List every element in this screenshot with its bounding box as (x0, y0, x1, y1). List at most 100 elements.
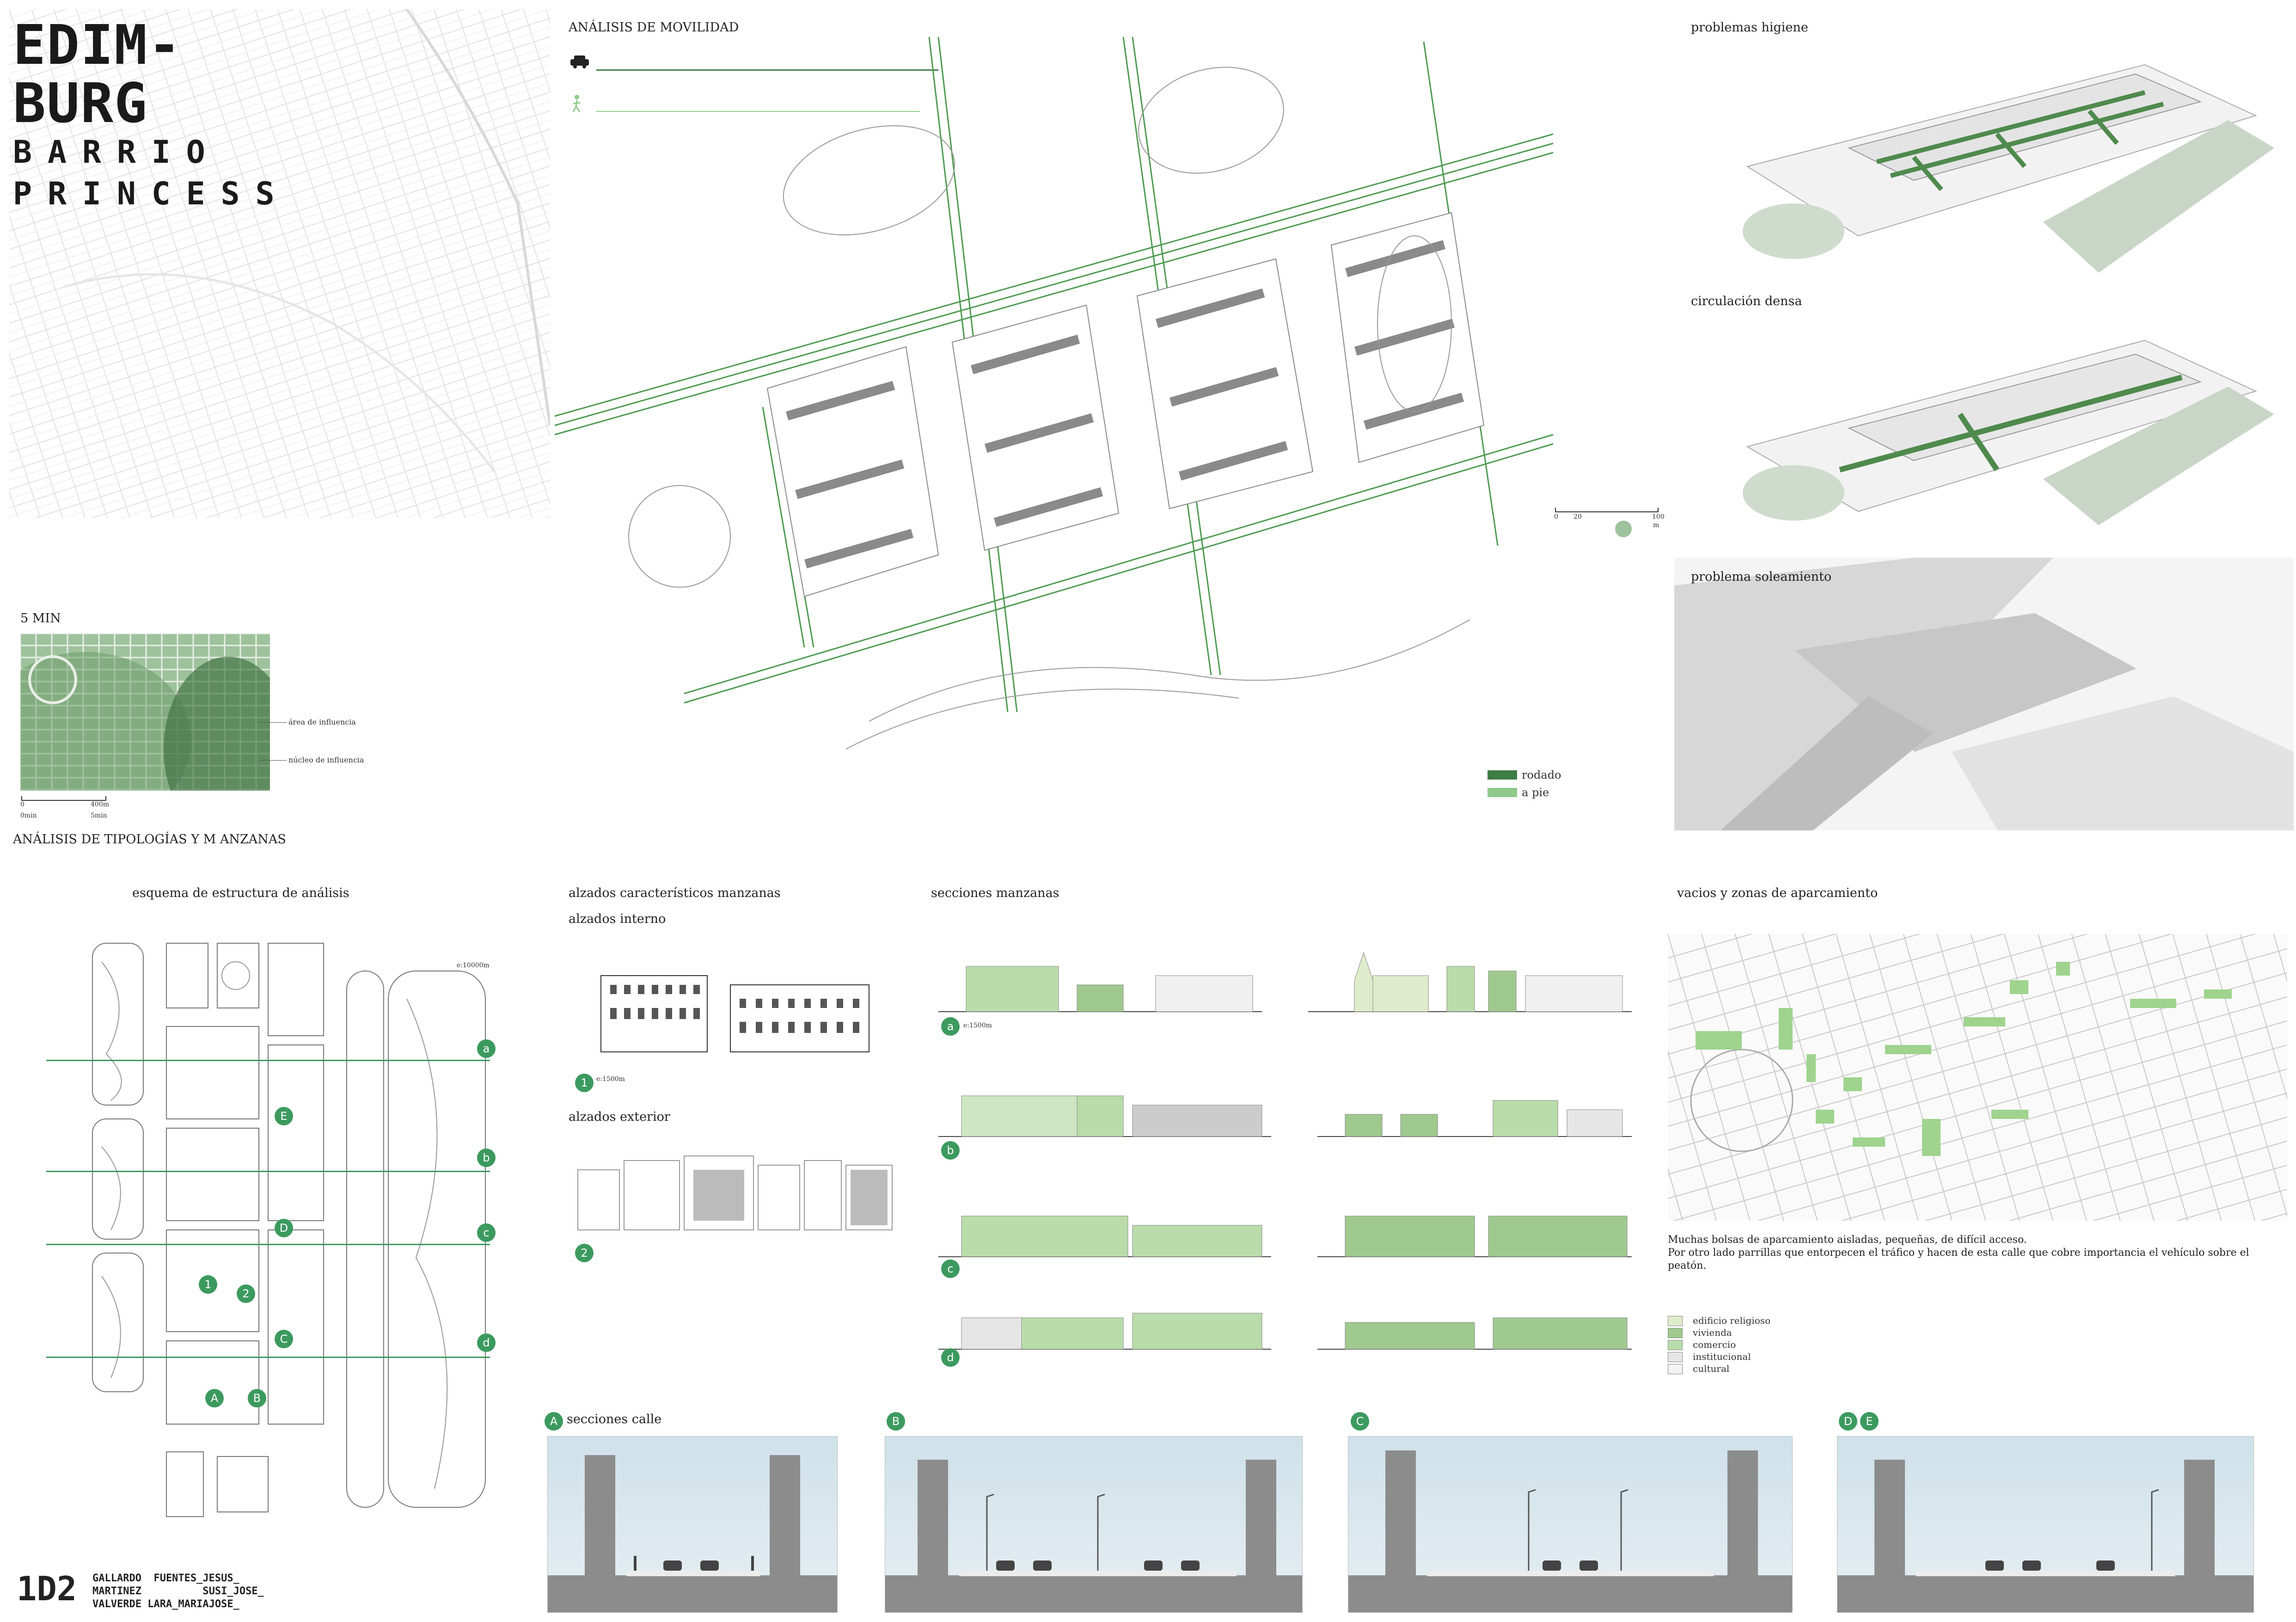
scheme-marker-c[interactable]: c (477, 1223, 496, 1242)
street-section-C (1348, 1436, 1793, 1613)
section-line-d (46, 1357, 490, 1358)
city-map-graphic (9, 8, 551, 518)
influence-scale-400: 400m (91, 801, 109, 808)
elevations-interior-label: alzados interno (569, 912, 666, 926)
influence-time-5: 5min (91, 812, 107, 819)
mobility-heading: ANÁLISIS DE MOVILIDAD (569, 20, 739, 35)
influence-nucleus-label: núcleo de influencia (288, 756, 364, 764)
circulation-axonometric (1738, 331, 2274, 525)
influence-scale-0: 0 (20, 801, 24, 808)
parking-map (1668, 934, 2287, 1221)
street-section-A (547, 1436, 838, 1613)
elevations-heading: alzados característicos manzanas (569, 886, 781, 900)
title-line-3: BARRIO (13, 134, 221, 171)
scheme-marker-C[interactable]: C (275, 1330, 293, 1348)
mobility-map (545, 28, 1562, 832)
block-section-marker-c[interactable]: c (941, 1260, 960, 1278)
mobility-scale-0: 0 (1554, 513, 1558, 521)
influence-time-0: 0min (20, 812, 37, 819)
scheme-marker-E[interactable]: E (275, 1107, 293, 1125)
scheme-marker-A[interactable]: A (205, 1389, 224, 1407)
mobility-map-graphic (554, 37, 1554, 750)
credits-line-2: MARTINEZ SUSI_JOSE_ (92, 1585, 264, 1597)
street-section-C-graphic (1348, 1450, 1792, 1612)
hygiene-heading: problemas higiene (1691, 20, 1808, 35)
legend-comercio-label: comercio (1693, 1339, 1736, 1350)
section-line-b (46, 1171, 490, 1172)
sections-heading: secciones manzanas (931, 886, 1059, 900)
parking-text-1: Muchas bolsas de aparcamiento aisladas, … (1668, 1234, 2027, 1246)
scheme-marker-2[interactable]: 2 (237, 1284, 255, 1303)
sunlight-panel (1674, 558, 2294, 830)
title-line-2: BURG (13, 71, 148, 135)
influence-leader-2 (259, 760, 287, 761)
group-code: 1D2 (17, 1569, 77, 1608)
scheme-marker-1[interactable]: 1 (199, 1275, 217, 1294)
sunlight-graphic (1674, 558, 2294, 830)
street-section-marker-A[interactable]: A (545, 1412, 563, 1431)
scheme-scale: e:10000m (457, 962, 490, 969)
scheme-marker-D[interactable]: D (275, 1219, 293, 1237)
typologies-heading: ANÁLISIS DE TIPOLOGÍAS Y M ANZANAS (13, 832, 286, 847)
elevation-marker-2[interactable]: 2 (575, 1244, 594, 1262)
elevation-marker-1[interactable]: 1 (575, 1074, 594, 1092)
mobility-legend-pie-swatch (1488, 788, 1517, 797)
block-section-marker-a[interactable]: a (941, 1017, 960, 1036)
block-section-marker-d[interactable]: d (941, 1348, 960, 1367)
section-line-c (46, 1244, 490, 1245)
elevations-exterior-label: alzados exterior (569, 1110, 670, 1124)
elevation-interior-graphic (600, 975, 869, 1052)
block-section-b-graphic (938, 1095, 1632, 1137)
legend-vivienda-swatch (1668, 1328, 1683, 1338)
city-map-background (9, 8, 551, 518)
title-line-1: EDIM- (13, 13, 182, 77)
elevation-interior-drawing (596, 971, 874, 1054)
legend-institucional-label: institucional (1693, 1351, 1751, 1362)
street-section-marker-B[interactable]: B (887, 1412, 905, 1431)
street-section-DE (1837, 1436, 2254, 1613)
legend-religioso-swatch (1668, 1316, 1683, 1326)
scheme-marker-a[interactable]: a (477, 1039, 496, 1058)
street-section-marker-C[interactable]: C (1351, 1412, 1369, 1431)
hygiene-axonometric (1738, 55, 2274, 287)
street-sections-heading: secciones calle (567, 1412, 662, 1426)
mobility-scale-bar (1555, 508, 1659, 512)
credits-line-3: VALVERDE LARA_MARIAJOSE_ (92, 1598, 239, 1610)
street-section-B-graphic (885, 1460, 1302, 1612)
block-section-c-graphic (938, 1216, 1632, 1257)
scheme-marker-B[interactable]: B (248, 1389, 266, 1407)
credits-line-1: GALLARDO FUENTES_JESUS_ (92, 1573, 239, 1584)
street-section-B (885, 1436, 1303, 1613)
block-section-marker-b[interactable]: b (941, 1141, 960, 1160)
circulation-graphic (1743, 339, 2274, 525)
street-section-DE-graphic (1837, 1460, 2253, 1612)
car-icon (569, 55, 590, 70)
legend-institucional-swatch (1668, 1352, 1683, 1362)
influence-map (0, 633, 293, 842)
influence-area-label: área de influencia (288, 718, 356, 726)
parking-heading: vacios y zonas de aparcamiento (1677, 886, 1878, 900)
parking-map-graphic (1668, 934, 2287, 1221)
mobility-scale-20: 20 (1574, 513, 1582, 521)
influence-scale-bar (21, 796, 106, 801)
legend-cultural-swatch (1668, 1364, 1683, 1374)
block-section-a (938, 952, 1646, 1013)
block-section-d-graphic (938, 1313, 1632, 1350)
street-section-marker-D[interactable]: D (1839, 1412, 1857, 1431)
scheme-marker-b[interactable]: b (477, 1149, 496, 1167)
street-section-marker-E[interactable]: E (1860, 1412, 1879, 1431)
mobility-scale-unit: m (1653, 522, 1659, 529)
mobility-legend-rodado-swatch (1488, 770, 1517, 780)
mobility-legend-rodado-label: rodado (1522, 768, 1561, 781)
pedestrian-route-line (596, 111, 920, 112)
hygiene-graphic (1743, 64, 2274, 273)
block-section-b (938, 1077, 1646, 1137)
legend-vivienda-label: vivienda (1693, 1327, 1732, 1338)
elevation-exterior-drawing (573, 1151, 897, 1235)
block-section-c (938, 1198, 1646, 1258)
block-section-d (938, 1304, 1646, 1350)
block-section-a-graphic (938, 952, 1632, 1012)
legend-comercio-swatch (1668, 1340, 1683, 1350)
mobility-legend-pie-label: a pie (1522, 786, 1549, 799)
scheme-marker-d[interactable]: d (477, 1333, 496, 1352)
